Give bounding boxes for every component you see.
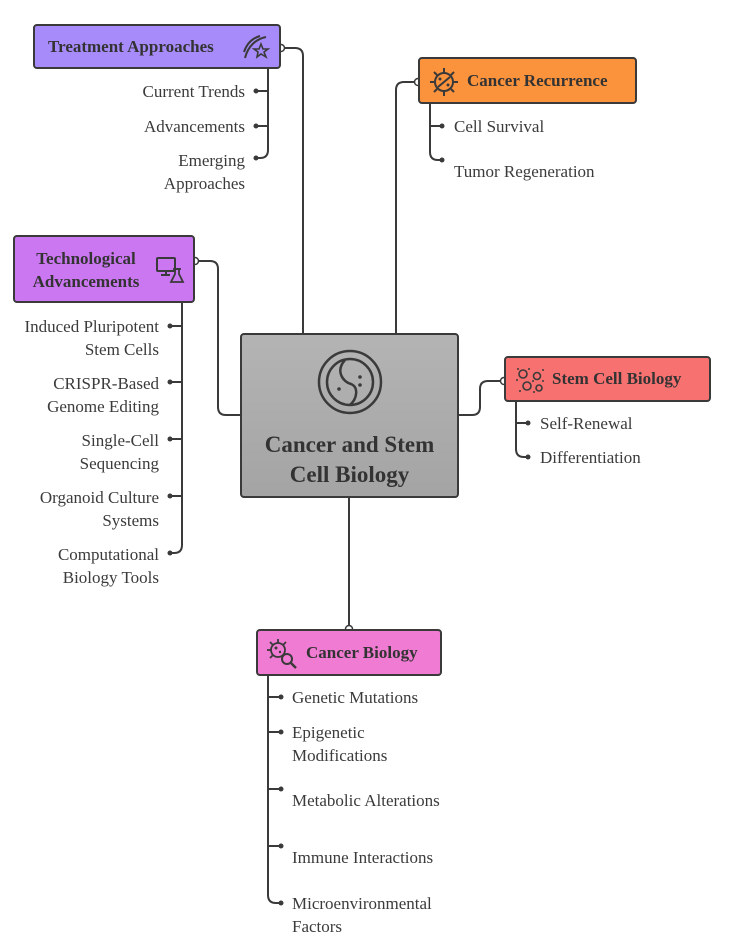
stemcell-items-line [515, 401, 528, 458]
technological-item-computational: Computational Biology Tools [57, 545, 159, 587]
technological-item-crispr: CRISPR-Based Genome Editing [47, 374, 159, 416]
computer-lab-icon [156, 257, 185, 283]
cancerbio-item-metabolic: Metabolic Alterations [292, 791, 440, 810]
technological-item-organoid: Organoid Culture Systems [39, 488, 159, 530]
recurrence-item-tumor-regeneration: Tumor Regeneration [454, 162, 595, 181]
central-topic-node[interactable]: Cancer and Stem Cell Biology [240, 333, 459, 498]
technological-item-ipsc: Induced Pluripotent Stem Cells [24, 317, 159, 359]
recurrence-item-cell-survival: Cell Survival [454, 117, 545, 136]
cancerbio-item-immune: Immune Interactions [292, 848, 434, 867]
treatment-item-current-trends: Current Trends [142, 82, 245, 101]
central-topic-label: Cancer and Stem Cell Biology [264, 432, 435, 487]
cancerbio-item-epigenetic: Epigenetic Modifications [292, 723, 388, 765]
treatment-approaches-label: Treatment Approaches [48, 36, 214, 56]
treatment-connector [281, 47, 304, 333]
cancer-recurrence-label: Cancer Recurrence [467, 70, 608, 90]
cells-cluster-icon [516, 368, 544, 393]
rocket-star-icon [243, 35, 271, 59]
technological-items-line [170, 303, 183, 554]
cell-icon [317, 349, 383, 415]
technological-connector [195, 260, 241, 416]
virus-magnifier-icon [267, 639, 297, 669]
cancerbio-items-line [267, 676, 281, 904]
treatment-approaches-node[interactable]: Treatment Approaches [33, 24, 281, 69]
technological-advancements-label: Technological Advancements [32, 249, 140, 291]
cancer-recurrence-node[interactable]: Cancer Recurrence [418, 57, 637, 104]
cancer-biology-node[interactable]: Cancer Biology [256, 629, 442, 676]
stem-cell-biology-label: Stem Cell Biology [552, 369, 682, 388]
stemcell-item-self-renewal: Self-Renewal [540, 414, 633, 433]
treatment-items-line [256, 56, 269, 159]
recurrence-connector [395, 81, 418, 333]
treatment-item-emerging-approaches: Emerging Approaches [163, 151, 245, 193]
stemcell-item-differentiation: Differentiation [540, 448, 641, 467]
stemcell-connector [458, 380, 504, 416]
recurrence-items-line [429, 100, 442, 161]
treatment-item-advancements: Advancements [143, 117, 245, 136]
cancerbio-item-genetic-mutations: Genetic Mutations [292, 688, 419, 707]
leaf-dots [167, 88, 531, 906]
technological-item-single-cell: Single-Cell Sequencing [79, 431, 159, 473]
cancerbio-item-microenvironmental: Microenvironmental Factors [292, 894, 432, 936]
cancer-biology-label: Cancer Biology [306, 642, 418, 662]
virus-icon [430, 68, 458, 96]
stem-cell-biology-node[interactable]: Stem Cell Biology [504, 356, 711, 402]
technological-advancements-node[interactable]: Technological Advancements [13, 235, 195, 303]
